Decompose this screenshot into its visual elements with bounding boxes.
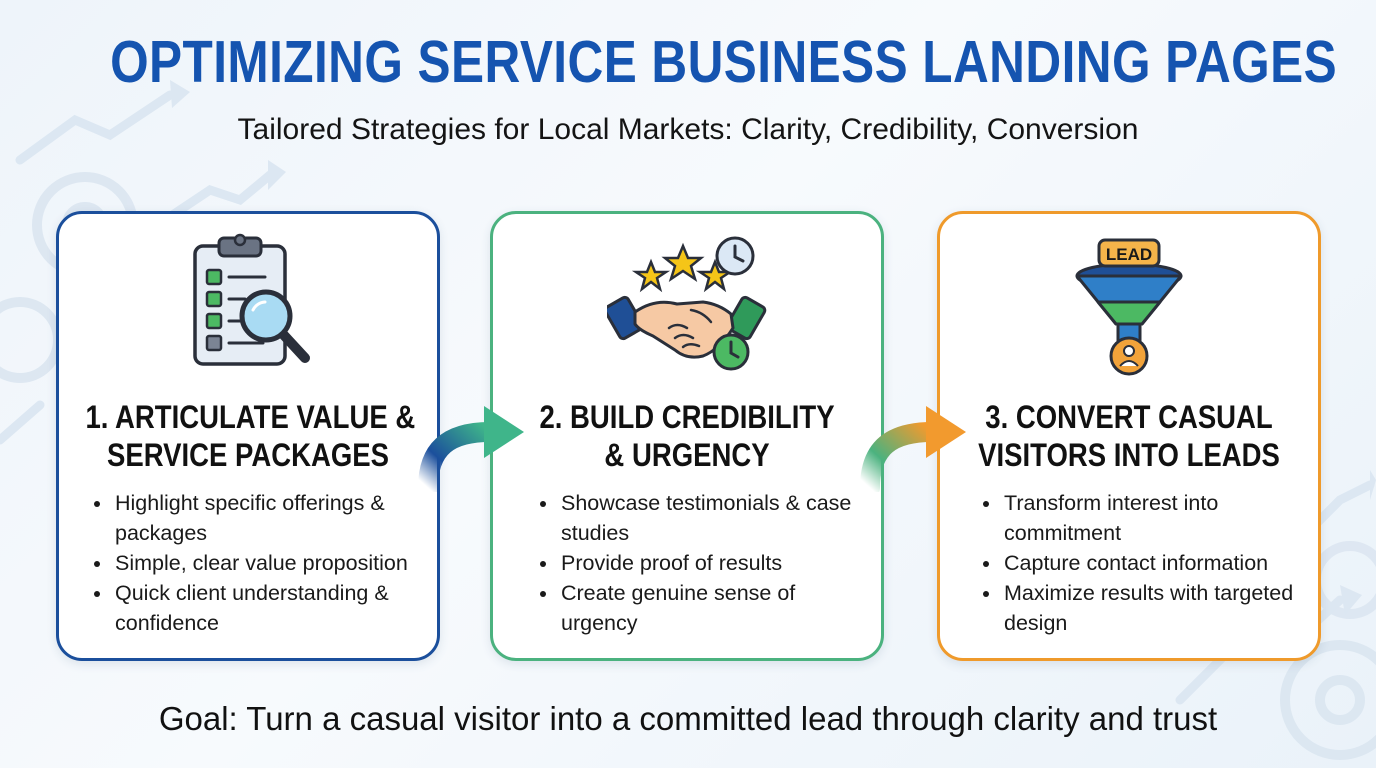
clipboard-checklist-magnifier-icon [59, 232, 437, 392]
step-title: 2. BUILD CREDIBILITY & URGENCY [520, 398, 854, 474]
bullet-item: Capture contact information [980, 548, 1304, 578]
bullet-item: Highlight specific offerings & packages [91, 488, 423, 548]
funnel-label: LEAD [1106, 245, 1152, 264]
step-title-line: 1. ARTICULATE VALUE & [85, 399, 416, 435]
arrow-right-icon [418, 406, 524, 492]
step-card-1: 1. ARTICULATE VALUE & SERVICE PACKAGES H… [56, 211, 440, 661]
step-title: 3. CONVERT CASUAL VISITORS INTO LEADS [966, 398, 1291, 474]
bullet-item: Simple, clear value proposition [91, 548, 423, 578]
step-title-line: 2. BUILD CREDIBILITY [539, 399, 835, 435]
step-card-3: LEAD 3. CONVERT CASUAL VISITORS INTO LEA… [937, 211, 1321, 661]
step-title-line: & URGENCY [604, 437, 770, 473]
page-subtitle: Tailored Strategies for Local Markets: C… [237, 113, 1139, 146]
bullet-item: Showcase testimonials & case studies [537, 488, 867, 548]
step-title-line: SERVICE PACKAGES [107, 437, 389, 473]
bullet-item: Provide proof of results [537, 548, 867, 578]
bullet-item: Quick client understanding & confidence [91, 578, 423, 638]
bullet-list: Showcase testimonials & case studies Pro… [537, 488, 867, 638]
bullet-list: Highlight specific offerings & packages … [91, 488, 423, 638]
step-title-line: 3. CONVERT CASUAL [985, 399, 1273, 435]
arrow-right-icon [860, 406, 966, 492]
goal-statement: Goal: Turn a casual visitor into a commi… [158, 700, 1218, 737]
bullet-item: Create genuine sense of urgency [537, 578, 867, 638]
step-card-2: 2. BUILD CREDIBILITY & URGENCY Showcase … [490, 211, 884, 661]
bullet-list: Transform interest into commitment Captu… [980, 488, 1304, 638]
page-title: OPTIMIZING SERVICE BUSINESS LANDING PAGE… [110, 29, 1338, 95]
handshake-stars-clock-icon [493, 232, 881, 392]
lead-funnel-icon: LEAD [940, 232, 1318, 392]
step-title-line: VISITORS INTO LEADS [978, 437, 1280, 473]
bullet-item: Maximize results with targeted design [980, 578, 1304, 638]
step-title: 1. ARTICULATE VALUE & SERVICE PACKAGES [85, 398, 416, 474]
bullet-item: Transform interest into commitment [980, 488, 1304, 548]
